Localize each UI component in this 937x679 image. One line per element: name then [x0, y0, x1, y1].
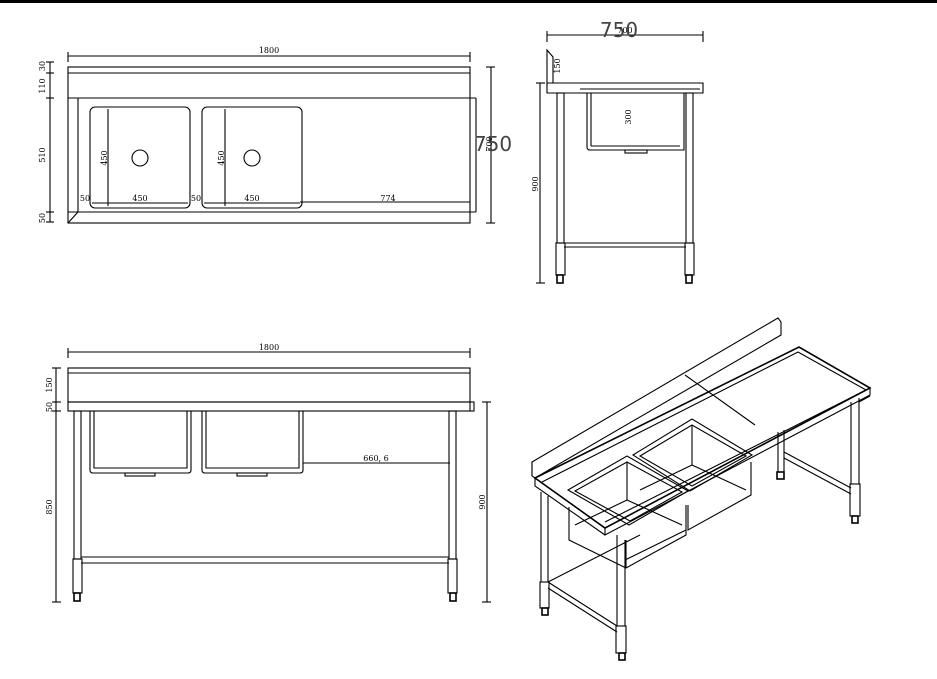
iso-bowl-2 — [631, 418, 754, 492]
top-dim-front: 50 — [38, 213, 47, 223]
top-drain-1 — [131, 149, 149, 167]
front-dim-upstand: 150 — [45, 377, 54, 392]
front-dim-drainer-width: 660, 6 — [363, 454, 388, 463]
side-dim-depth-top-small: 700 — [617, 26, 632, 35]
top-dim-bowl1-height: 450 — [100, 150, 109, 165]
top-dim-depth-side: 750 — [474, 132, 512, 156]
top-view: 1800 30 110 510 50 450 450 — [38, 46, 512, 224]
side-bowl — [586, 93, 685, 151]
top-dim-depth-small: 700 — [485, 136, 494, 151]
top-drain-2 — [243, 149, 261, 167]
iso-bowl-1 — [566, 455, 690, 526]
side-dim-bowl-depth: 300 — [624, 109, 633, 124]
front-dim-leg-height: 850 — [45, 499, 54, 514]
top-bowl-1 — [89, 106, 191, 209]
front-view: 1800 660, 6 150 50 850 — [45, 343, 491, 603]
top-dim-drainer: 774 — [380, 194, 395, 203]
side-dim-upstand: 150 — [553, 58, 562, 73]
top-dim-bowl1-width: 450 — [132, 194, 147, 203]
top-dim-upstand: 110 — [38, 78, 47, 93]
top-dim-bowl2-width: 450 — [244, 194, 259, 203]
top-dim-back: 30 — [38, 61, 47, 71]
top-dim-edge-left: 50 — [80, 194, 90, 203]
side-dim-depth-top: 750 — [600, 18, 638, 42]
front-dim-width: 1800 — [259, 343, 279, 352]
front-bowl-1 — [89, 411, 192, 474]
front-dim-top: 50 — [45, 402, 54, 412]
side-dim-height: 900 — [531, 176, 540, 191]
top-dim-bowl2-height: 450 — [217, 150, 226, 165]
top-dim-width: 1800 — [259, 46, 279, 55]
front-dim-total-height: 900 — [478, 494, 487, 509]
front-bowl-2 — [201, 411, 304, 474]
isometric-view — [531, 317, 872, 661]
top-dim-gap: 50 — [191, 194, 201, 203]
side-view: 700 750 150 300 900 — [531, 18, 704, 284]
top-bowl-2 — [201, 106, 303, 209]
top-dim-bowl-depth: 510 — [38, 147, 47, 162]
